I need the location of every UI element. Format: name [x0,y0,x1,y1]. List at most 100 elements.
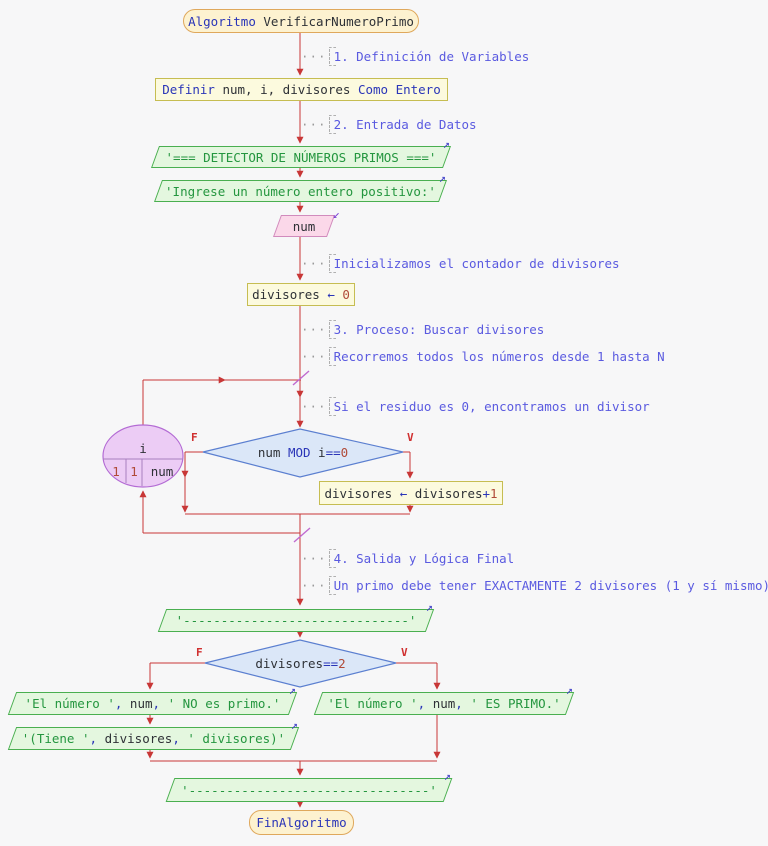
input-num[interactable]: ↙ num [277,207,340,237]
cond-value: 0 [340,444,349,460]
flow-connector-lines [139,31,441,808]
variable-part: divisores [104,731,173,746]
loop-exit-slash-icon [293,527,311,543]
start-terminator[interactable]: Algoritmo VerificarNumeroPrimo [183,9,419,33]
output-is-prime[interactable]: ↗ 'El número ', num, ' ES PRIMO.' [318,683,573,715]
comment-dots: ··· [301,398,327,414]
comment-text: 3. Proceso: Buscar divisores [328,319,544,339]
variable-part: num [432,696,456,711]
comment-text: Inicializamos el contador de divisores [328,253,620,273]
variable-part: num [129,696,153,711]
comment-recorremos[interactable]: ···Recorremos todos los números desde 1 … [301,346,665,366]
comment-inicializamos[interactable]: ···Inicializamos el contador de divisore… [301,253,620,273]
plus-operator: + [482,485,491,501]
for-loop-ellipse[interactable] [102,424,184,488]
output-banner-text: '=== DETECTOR DE NÚMEROS PRIMOS ===' [165,149,437,165]
comment-text: 1. Definición de Variables [328,46,529,66]
output-arrow-icon: ↗ [442,137,450,151]
output-banner[interactable]: ↗ '=== DETECTOR DE NÚMEROS PRIMOS ===' [155,137,450,168]
define-variables-process[interactable]: Definir num, i, divisores Como Entero [155,78,448,101]
condition-prime[interactable]: divisores==2 [205,652,396,674]
comment-text: 2. Entrada de Datos [328,114,477,134]
cond-id2: i [318,444,326,460]
string-part: 'El número ' [327,696,418,711]
output-arrow-icon: ↗ [290,718,298,732]
comment-dots: ··· [301,550,327,566]
assign-target: divisores [252,287,328,302]
false-branch-label: F [191,431,198,444]
comment-primo-exacto[interactable]: ···Un primo debe tener EXACTAMENTE 2 div… [301,575,768,595]
output-divisor-count[interactable]: ↗ '(Tiene ', divisores, ' divisores)' [12,718,298,750]
output-separator-1[interactable]: ↗ '------------------------------' [162,600,433,632]
assign-divisores-increment[interactable]: divisores ← divisores+1 [319,481,503,505]
comment-text: Si el residuo es 0, encontramos un divis… [328,396,650,416]
comma: , [172,731,188,746]
comment-dots: ··· [301,255,327,271]
comment-dots: ··· [301,116,327,132]
input-arrow-icon: ↙ [332,207,340,221]
comment-definicion[interactable]: ···1. Definición de Variables [301,46,529,66]
start-keyword: Algoritmo [188,13,256,29]
end-terminator[interactable]: FinAlgoritmo [249,810,354,835]
define-keyword: Definir [162,82,215,97]
loop-variable: i [139,441,147,456]
comment-text: 4. Salida y Lógica Final [328,548,514,568]
output-separator-2[interactable]: ↗ '--------------------------------' [170,769,451,802]
loop-step-value: 1 [130,464,138,479]
comma: , [114,696,130,711]
output-separator-text: '------------------------------' [175,613,417,628]
define-type-keyword: Como Entero [357,82,441,97]
output-arrow-icon: ↗ [438,171,446,185]
cond-operator: == [325,444,341,460]
false-branch-label: F [196,646,203,659]
output-arrow-icon: ↗ [443,769,451,783]
true-branch-label: V [401,646,408,659]
comment-dots: ··· [301,577,327,593]
comment-entrada[interactable]: ···2. Entrada de Datos [301,114,477,134]
comment-residuo[interactable]: ···Si el residuo es 0, encontramos un di… [301,396,650,416]
assign-operator: ← [399,485,415,501]
condition-mod-diamond[interactable] [202,428,404,478]
output-arrow-icon: ↗ [288,683,296,697]
cond-id: divisores [255,655,324,671]
comment-dots: ··· [301,321,327,337]
end-keyword: FinAlgoritmo [256,815,347,830]
comment-dots: ··· [301,348,327,364]
condition-prime-diamond[interactable] [204,639,397,688]
output-not-prime[interactable]: ↗ 'El número ', num, ' NO es primo.' [12,683,296,715]
loop-from-value: 1 [112,464,120,479]
assign-operator: ← [327,287,343,302]
string-part: '(Tiene ' [21,731,90,746]
assign-value: 1 [490,485,498,501]
string-part: 'El número ' [24,696,115,711]
output-arrow-icon: ↗ [425,600,433,614]
string-part: ' ES PRIMO.' [470,696,561,711]
for-loop-ellipse-dividers [103,458,183,486]
comma: , [152,696,168,711]
output-prompt[interactable]: ↗ 'Ingrese un número entero positivo:' [158,171,446,202]
loop-to-value: num [150,464,174,479]
output-prompt-text: 'Ingrese un número entero positivo:' [165,183,436,199]
define-vars: num, i, divisores [214,82,358,97]
comment-text: Recorremos todos los números desde 1 has… [328,346,665,366]
assign-target: divisores [324,485,400,501]
comma: , [89,731,105,746]
input-variable: num [292,218,316,234]
output-arrow-icon: ↗ [565,683,573,697]
comment-salida[interactable]: ···4. Salida y Lógica Final [301,548,514,568]
algorithm-name: VerificarNumeroPrimo [255,13,414,29]
condition-mod[interactable]: num MOD i==0 [203,441,403,463]
assign-divisores-zero[interactable]: divisores ← 0 [247,283,355,306]
output-separator-text: '--------------------------------' [181,782,437,798]
cond-operator: == [323,655,339,671]
cond-id: num [257,444,288,460]
string-part: ' NO es primo.' [167,696,281,711]
comment-text: Un primo debe tener EXACTAMENTE 2 diviso… [328,575,768,595]
assign-source: divisores [414,485,483,501]
comma: , [417,696,433,711]
loop-entry-slash-icon [292,370,310,386]
comment-dots: ··· [301,48,327,64]
comment-proceso[interactable]: ···3. Proceso: Buscar divisores [301,319,544,339]
